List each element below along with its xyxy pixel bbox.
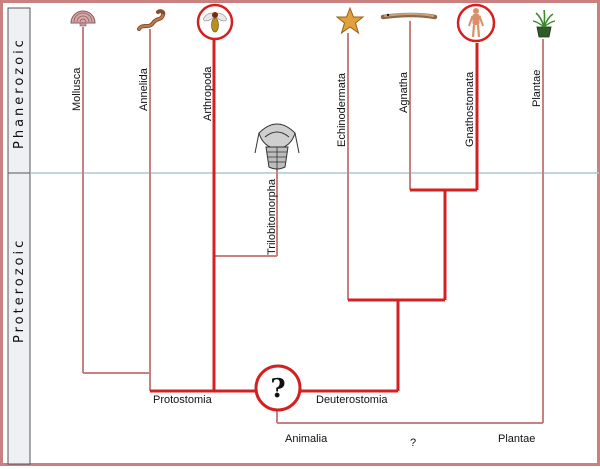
taxon-label-arthropoda: Arthropoda	[202, 66, 214, 121]
taxon-label-gnathostomata: Gnathostomata	[464, 71, 476, 147]
fly-icon	[196, 3, 234, 41]
branches-highlighted	[150, 39, 479, 393]
phylogeny-tree: Phanerozoic Proterozoic Mollusca Annelid…	[7, 3, 599, 465]
era-label-proterozoic: Proterozoic	[12, 238, 27, 343]
era-label-phanerozoic: Phanerozoic	[12, 37, 27, 149]
taxon-label-trilobitomorpha: Trilobitomorpha	[266, 178, 278, 255]
worm-icon	[137, 9, 166, 31]
branches-normal	[82, 21, 544, 424]
node-label-protostomia: Protostomia	[153, 394, 213, 406]
common-ancestor-circle	[254, 364, 302, 412]
node-label-plantae: Plantae	[498, 433, 535, 445]
starfish-icon	[335, 6, 365, 35]
lamprey-icon	[380, 12, 438, 20]
human-icon	[456, 3, 496, 43]
taxon-label-plantae: Plantae	[531, 70, 543, 107]
common-ancestor-question: ?	[270, 374, 285, 404]
era-sidebar	[7, 7, 31, 465]
taxon-label-agnatha: Agnatha	[398, 71, 410, 113]
shell-icon	[70, 10, 96, 27]
node-label-animalia: Animalia	[285, 433, 328, 445]
taxon-label-mollusca: Mollusca	[71, 67, 83, 111]
node-label-deuterostomia: Deuterostomia	[316, 394, 388, 406]
taxon-label-annelida: Annelida	[138, 67, 150, 111]
node-label-unknown-root: ?	[410, 437, 416, 449]
trilobite-icon	[254, 123, 300, 170]
taxon-label-echinodermata: Echinodermata	[336, 72, 348, 147]
potted-plant-icon	[532, 9, 556, 38]
